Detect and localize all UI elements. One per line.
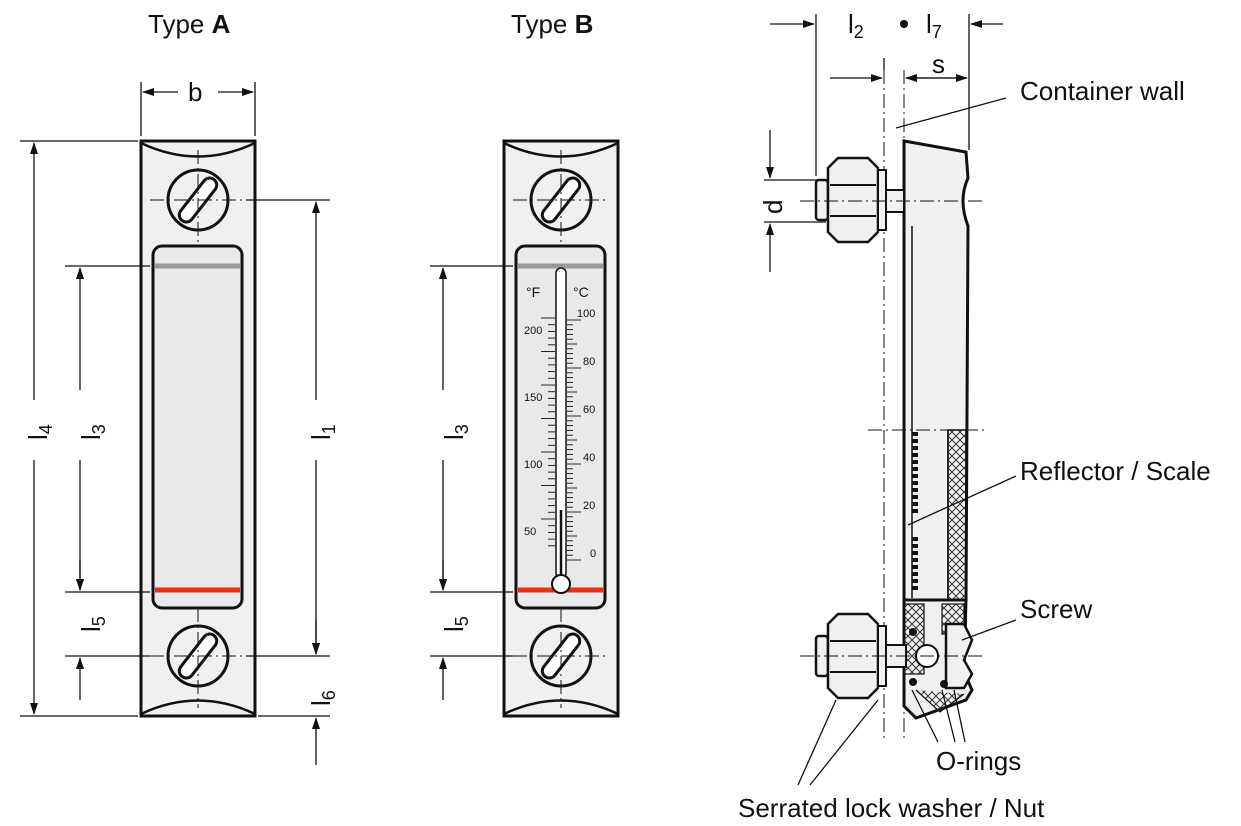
reflector-mark (912, 460, 918, 464)
reflector-mark (912, 565, 918, 569)
dim-l7-label: l7 (926, 9, 942, 42)
reflector-mark (912, 579, 918, 583)
c-tick-100: 100 (577, 308, 595, 320)
dim-d-label: d (758, 200, 788, 214)
reflector-mark (912, 481, 918, 485)
unit-fahrenheit: °F (526, 284, 540, 300)
reflector-mark (912, 495, 918, 499)
side-view (800, 70, 985, 740)
svg-text:l6: l6 (306, 690, 339, 706)
type-a-window (151, 244, 244, 610)
callout-o-rings: O-rings (936, 746, 1021, 776)
type-a-centerlines (150, 150, 246, 708)
svg-text:l4: l4 (23, 424, 56, 440)
type-a-bottom-arc (140, 699, 256, 716)
reflector-mark (912, 544, 918, 548)
type-b-dimensions (430, 265, 513, 700)
dim-l5-label-b: l5 (439, 616, 472, 632)
leader-oring-3 (953, 689, 966, 743)
reflector-marks (912, 432, 918, 590)
leader-container-wall (895, 97, 1007, 129)
reflector-mark (912, 558, 918, 562)
title-type-a: Type A (148, 9, 231, 39)
type-b-bottom-arc (503, 699, 619, 716)
callout-container-wall: Container wall (1020, 76, 1185, 106)
f-tick-200: 200 (524, 325, 542, 337)
reflector-mark (912, 502, 918, 506)
reflector-mark (912, 432, 918, 436)
top-nut-icon (826, 156, 880, 244)
svg-text:d: d (758, 200, 788, 214)
type-a-gauge (139, 139, 257, 718)
dim-l4-label: l4 (23, 424, 56, 440)
dim-l2-label: l2 (848, 9, 864, 42)
dim-l6-label: l6 (306, 690, 339, 706)
top-washer-icon (877, 169, 887, 231)
reflector-mark (912, 453, 918, 457)
type-b-gauge: °F °C 200 150 100 50 100 80 60 40 20 0 (502, 139, 620, 718)
dim-s-label: s (932, 49, 945, 79)
leader-washer (809, 699, 879, 786)
f-tick-150: 150 (524, 392, 542, 404)
c-tick-0: 0 (590, 548, 596, 560)
dim-b-label: b (188, 77, 202, 107)
unit-celsius: °C (573, 284, 589, 300)
top-stud-end (814, 178, 830, 222)
dim-l1-label: l1 (306, 424, 339, 440)
title-type-b: Type B (511, 9, 593, 39)
svg-text:l5: l5 (76, 616, 109, 632)
svg-text:l5: l5 (439, 616, 472, 632)
dim-l3-label-a: l3 (76, 424, 109, 440)
f-tick-100: 100 (524, 459, 542, 471)
c-tick-60: 60 (583, 404, 595, 416)
reflector-mark (912, 439, 918, 443)
reflector-mark (912, 467, 918, 471)
thermometer-icon (541, 267, 581, 594)
reflector-mark (912, 474, 918, 478)
reflector-mark (912, 509, 918, 513)
reflector-mark (912, 488, 918, 492)
c-tick-80: 80 (583, 356, 595, 368)
leader-screw (961, 619, 1017, 641)
f-tick-50: 50 (524, 526, 536, 538)
svg-text:l1: l1 (306, 424, 339, 440)
type-a-dimensions (20, 82, 330, 765)
reflector-mark (912, 572, 918, 576)
reflector-mark (912, 586, 918, 590)
c-tick-40: 40 (583, 452, 595, 464)
leader-oring-2 (941, 689, 956, 743)
dim-l3-label-b: l3 (439, 424, 472, 440)
dim-l5-label-a: l5 (76, 616, 109, 632)
callout-reflector-scale: Reflector / Scale (1020, 456, 1211, 486)
o-ring-3-icon (940, 680, 948, 688)
svg-text:l3: l3 (76, 424, 109, 440)
callout-screw: Screw (1020, 594, 1092, 624)
svg-text:l3: l3 (439, 424, 472, 440)
side-screw-head-icon (944, 622, 974, 690)
reflector-mark (912, 551, 918, 555)
callout-washer-nut: Serrated lock washer / Nut (738, 793, 1045, 823)
type-b-centerlines (513, 150, 609, 708)
side-dimensions (764, 14, 1017, 786)
o-ring-2-icon (909, 678, 917, 686)
reflector-mark (912, 537, 918, 541)
c-tick-20: 20 (583, 500, 595, 512)
leader-nut (797, 699, 837, 786)
o-ring-1-icon (909, 628, 917, 636)
wall-center-dot (900, 20, 908, 28)
leader-oring-1 (911, 689, 939, 743)
leader-reflector (907, 475, 1017, 526)
reflector-mark (912, 446, 918, 450)
